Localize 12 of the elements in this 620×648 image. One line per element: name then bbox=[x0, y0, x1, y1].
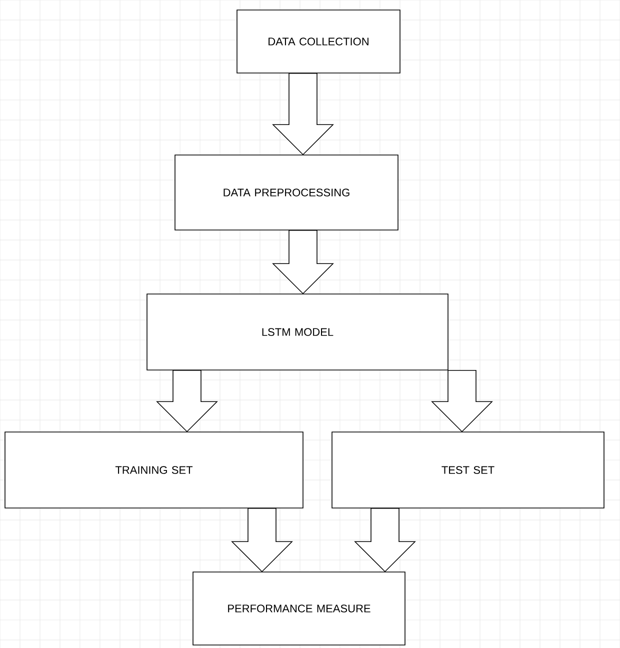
process-box: DATA COLLECTION bbox=[236, 10, 400, 74]
block-arrow bbox=[231, 508, 293, 572]
block-arrow bbox=[156, 370, 218, 432]
block-arrow bbox=[272, 230, 334, 294]
block-arrow bbox=[272, 73, 334, 156]
process-box: PERFORMANCE MEASURE bbox=[192, 572, 406, 646]
process-box: DATA PREPROCESSING bbox=[174, 154, 398, 230]
process-box: TEST SET bbox=[332, 432, 604, 508]
process-box: LSTM MODEL bbox=[146, 294, 448, 370]
block-arrow bbox=[431, 370, 493, 432]
process-box: TRAINING SET bbox=[4, 432, 304, 508]
block-arrow bbox=[354, 508, 416, 572]
